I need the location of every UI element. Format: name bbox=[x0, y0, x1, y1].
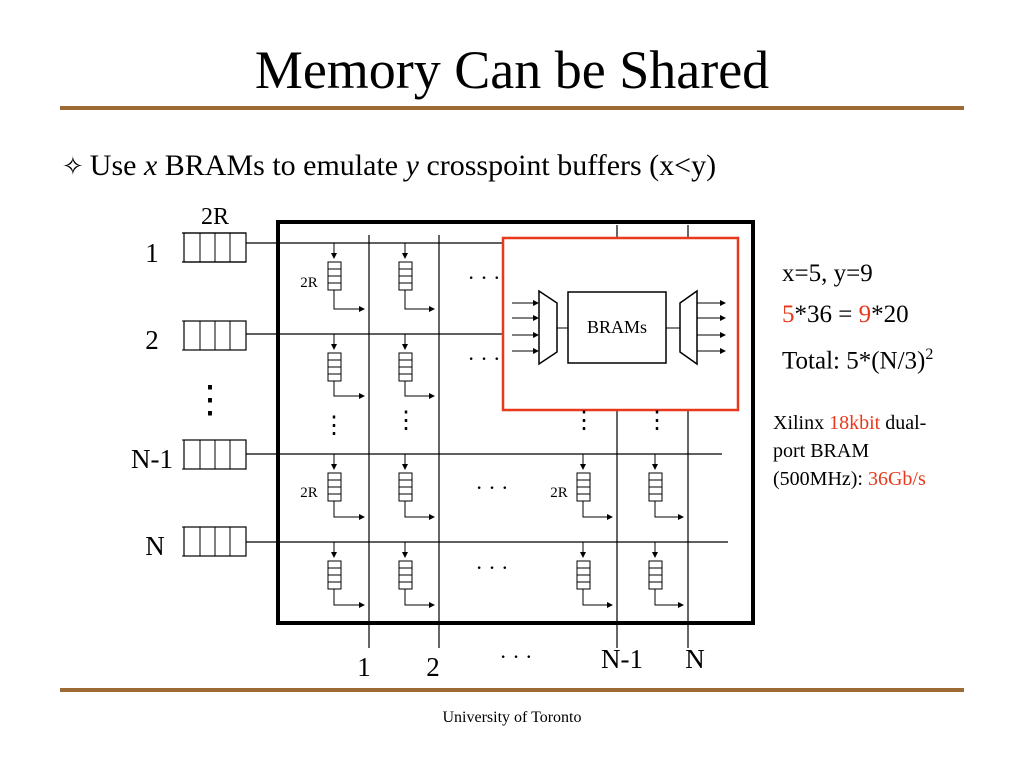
var-x: x bbox=[143, 149, 158, 182]
column-label: N bbox=[685, 644, 705, 674]
crosspoint-buffer bbox=[327, 334, 365, 399]
crosspoint-buffer bbox=[648, 542, 684, 608]
input-queue bbox=[182, 439, 247, 470]
row-label: 2 bbox=[145, 325, 159, 355]
note-total: Total: 5*(N/3)2 bbox=[782, 346, 934, 375]
grid-ellipsis: · · · bbox=[468, 346, 501, 371]
crosspoint-label: 2R bbox=[300, 275, 318, 291]
crosspoint-buffer bbox=[398, 334, 435, 399]
crosspoint-label: 2R bbox=[300, 485, 318, 501]
input-queue-label: 2R bbox=[201, 204, 229, 230]
slide-title: Memory Can be Shared bbox=[254, 40, 770, 100]
column-label: 2 bbox=[426, 652, 440, 682]
input-queue bbox=[182, 232, 247, 263]
row-label: N bbox=[145, 531, 165, 561]
bullet-suffix: crosspoint buffers (x<y) bbox=[426, 149, 717, 182]
switch-fabric-box bbox=[276, 220, 755, 625]
grid-vertical-ellipsis: ⋮ bbox=[645, 408, 669, 434]
row-label: N-1 bbox=[131, 444, 173, 474]
column-label: 1 bbox=[357, 652, 371, 682]
crosspoint-buffer bbox=[398, 542, 435, 608]
footer-text: University of Toronto bbox=[442, 709, 582, 726]
grid-vertical-ellipsis: ⋮ bbox=[394, 408, 418, 434]
xilinx-note: Xilinx 18kbit dual- port BRAM (500MHz): … bbox=[773, 412, 927, 490]
output-demux bbox=[666, 289, 726, 366]
crosspoint-buffer bbox=[327, 243, 365, 312]
column-label: N-1 bbox=[601, 644, 643, 674]
crosspoint-buffer bbox=[327, 542, 365, 608]
grid-vertical-ellipsis: ⋮ bbox=[572, 408, 596, 434]
crosspoint-buffer bbox=[398, 454, 435, 520]
grid-ellipsis: · · · bbox=[468, 265, 501, 290]
column-ellipsis: · · · bbox=[500, 644, 533, 669]
note-xy: x=5, y=9 bbox=[782, 260, 873, 287]
grid-ellipsis: · · · bbox=[476, 475, 509, 500]
input-queue bbox=[182, 526, 247, 557]
crosspoint-buffer bbox=[576, 454, 613, 520]
note-equation: 5*36 = 9*20 bbox=[782, 301, 909, 328]
crosspoint-buffer bbox=[648, 454, 684, 520]
bullet-middle: BRAMs to emulate bbox=[164, 149, 399, 182]
crosspoint-buffer bbox=[327, 454, 365, 520]
bullet-prefix: Use bbox=[89, 149, 137, 182]
bottom-divider bbox=[60, 688, 964, 692]
crosspoint-buffer bbox=[576, 542, 613, 608]
crosspoint-buffer bbox=[398, 243, 435, 312]
input-mux bbox=[512, 289, 568, 366]
hollow-star-icon: ✧ bbox=[62, 152, 84, 182]
grid-ellipsis: · · · bbox=[476, 555, 509, 580]
crosspoint-label: 2R bbox=[550, 485, 568, 501]
row-label: 1 bbox=[145, 238, 159, 268]
bram-label: BRAMs bbox=[587, 317, 647, 337]
row-vertical-ellipsis: ⋮ bbox=[191, 379, 229, 421]
bullet-point: ✧Use x BRAMs to emulate y crosspoint buf… bbox=[62, 146, 716, 187]
input-queue bbox=[182, 320, 247, 351]
bram-block bbox=[567, 291, 667, 364]
var-y: y bbox=[405, 149, 419, 182]
grid-vertical-ellipsis: ⋮ bbox=[322, 413, 346, 439]
top-divider bbox=[60, 106, 964, 110]
